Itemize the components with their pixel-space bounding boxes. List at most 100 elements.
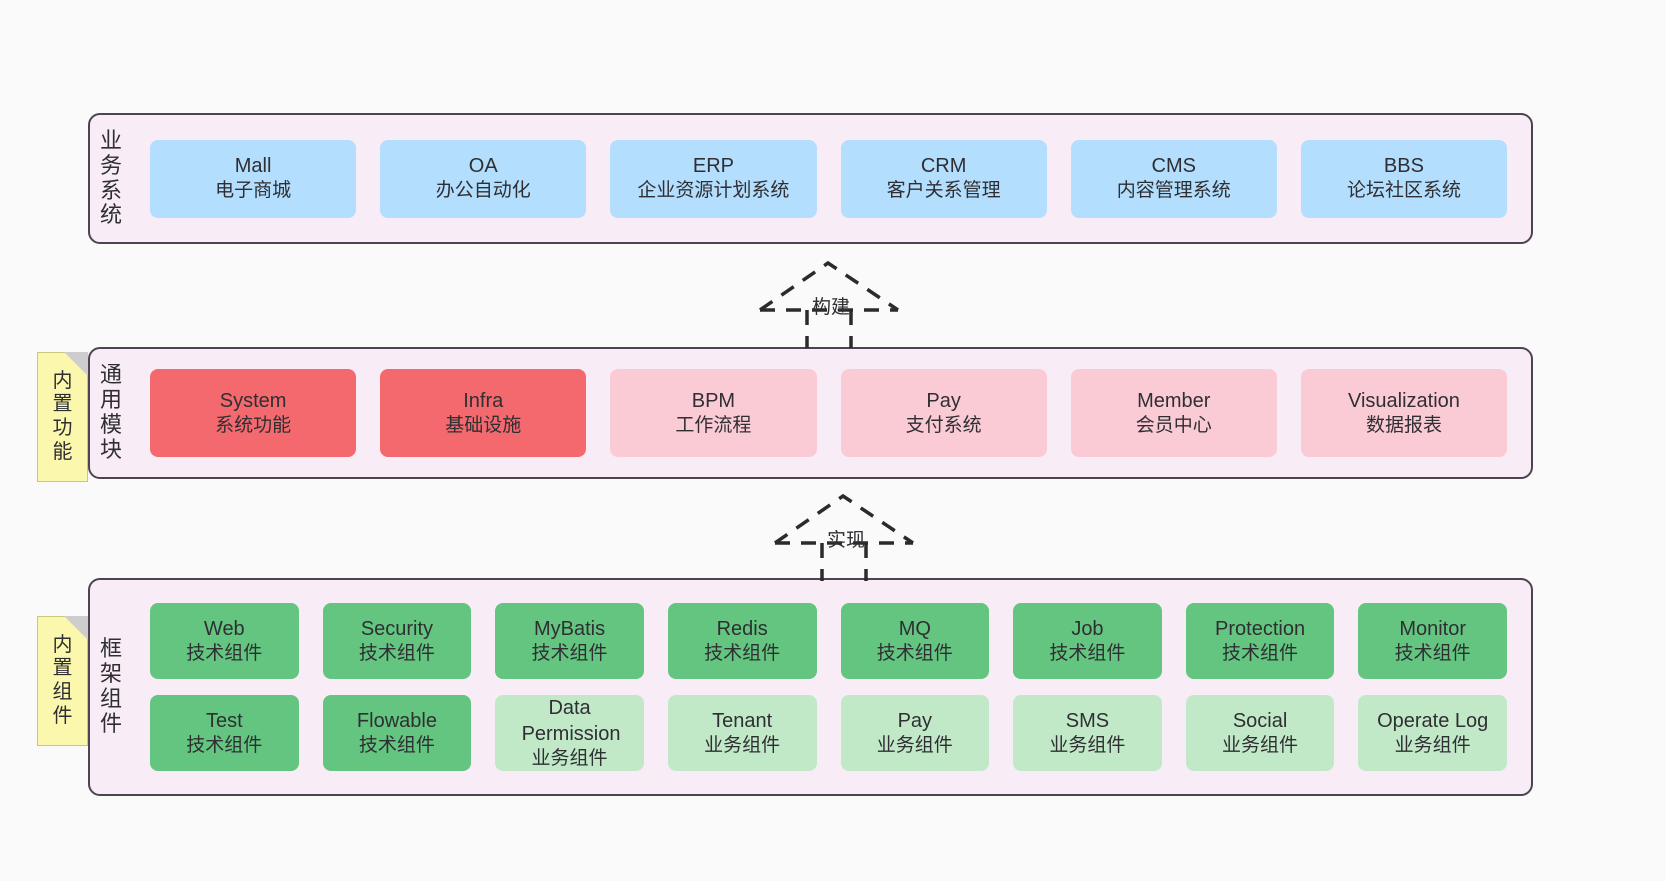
node-subtitle: 企业资源计划系统 bbox=[637, 180, 790, 202]
layer-common-module: 通 用 模 块 System 系统功能 Infra 基础设施 BPM 工作流程 … bbox=[88, 347, 1533, 479]
node-bpm[interactable]: BPM 工作流程 bbox=[610, 369, 817, 457]
node-operate-log[interactable]: Operate Log 业务组件 bbox=[1358, 695, 1507, 771]
node-social[interactable]: Social 业务组件 bbox=[1185, 695, 1335, 771]
node-subtitle: 技术组件 bbox=[186, 642, 263, 664]
connector-implement-arrow bbox=[774, 493, 914, 581]
node-subtitle: 技术组件 bbox=[1222, 642, 1299, 664]
node-title: Social bbox=[1232, 709, 1288, 732]
node-subtitle: 技术组件 bbox=[358, 734, 435, 756]
layer-title-char: 框 bbox=[99, 636, 122, 662]
node-title: Protection bbox=[1215, 617, 1306, 640]
node-redis[interactable]: Redis 技术组件 bbox=[667, 603, 817, 679]
node-title: Data Permission bbox=[521, 696, 621, 745]
node-subtitle: 业务组件 bbox=[704, 734, 781, 756]
node-title: Monitor bbox=[1399, 617, 1467, 640]
node-subtitle: 电子商城 bbox=[215, 180, 292, 202]
layer-common-module-body: System 系统功能 Infra 基础设施 BPM 工作流程 Pay 支付系统… bbox=[132, 349, 1531, 477]
layer-title-char: 系 bbox=[99, 177, 122, 203]
node-title: CRM bbox=[920, 155, 967, 178]
node-job[interactable]: Job 技术组件 bbox=[1013, 603, 1162, 679]
node-title: BBS bbox=[1383, 155, 1424, 178]
node-title: Visualization bbox=[1347, 389, 1460, 412]
node-title: Test bbox=[205, 709, 243, 732]
node-subtitle: 论坛社区系统 bbox=[1346, 180, 1461, 202]
layer-title-char: 用 bbox=[99, 387, 122, 413]
note-char: 能 bbox=[52, 440, 73, 463]
node-pay-component[interactable]: Pay 业务组件 bbox=[840, 695, 990, 771]
layer-framework-component-title: 框 架 组 件 bbox=[90, 580, 132, 794]
node-bbs[interactable]: BBS 论坛社区系统 bbox=[1300, 139, 1508, 218]
node-subtitle: 技术组件 bbox=[1394, 642, 1471, 664]
node-subtitle: 支付系统 bbox=[905, 414, 982, 436]
node-title: OA bbox=[468, 155, 498, 178]
layer-title-char: 业 bbox=[99, 127, 122, 153]
layer-title-char: 组 bbox=[99, 686, 122, 711]
node-data-permission[interactable]: Data Permission 业务组件 bbox=[495, 695, 644, 771]
node-title: Web bbox=[203, 617, 245, 640]
layer-title-char: 通 bbox=[99, 362, 122, 388]
node-test[interactable]: Test 技术组件 bbox=[150, 695, 299, 771]
node-title: Tenant bbox=[712, 709, 773, 732]
node-subtitle: 基础设施 bbox=[445, 414, 522, 436]
node-subtitle: 内容管理系统 bbox=[1116, 180, 1231, 202]
node-mall[interactable]: Mall 电子商城 bbox=[150, 139, 357, 218]
note-char: 件 bbox=[52, 704, 73, 727]
node-crm[interactable]: CRM 客户关系管理 bbox=[840, 139, 1047, 218]
node-security[interactable]: Security 技术组件 bbox=[322, 603, 472, 679]
node-web[interactable]: Web 技术组件 bbox=[150, 603, 299, 679]
framework-business-row: Test 技术组件 Flowable 技术组件 Data Permission … bbox=[138, 695, 1519, 771]
node-oa[interactable]: OA 办公自动化 bbox=[380, 139, 587, 218]
node-member[interactable]: Member 会员中心 bbox=[1070, 369, 1277, 457]
node-title: Flowable bbox=[356, 709, 437, 732]
layer-business-system-body: Mall 电子商城 OA 办公自动化 ERP 企业资源计划系统 CRM 客户关系… bbox=[132, 115, 1531, 242]
node-subtitle: 业务组件 bbox=[531, 747, 608, 769]
node-cms[interactable]: CMS 内容管理系统 bbox=[1070, 139, 1277, 218]
node-subtitle: 业务组件 bbox=[876, 734, 953, 756]
connector-build-arrow bbox=[759, 260, 899, 348]
node-tenant[interactable]: Tenant 业务组件 bbox=[667, 695, 817, 771]
note-builtin-component: 内 置 组 件 bbox=[37, 616, 88, 746]
note-builtin-function: 内 置 功 能 bbox=[37, 352, 88, 482]
node-infra[interactable]: Infra 基础设施 bbox=[380, 369, 587, 457]
note-char: 置 bbox=[52, 657, 73, 680]
node-protection[interactable]: Protection 技术组件 bbox=[1185, 603, 1335, 679]
note-char: 置 bbox=[52, 393, 73, 416]
node-title: Pay bbox=[897, 709, 933, 732]
node-subtitle: 业务组件 bbox=[1394, 734, 1471, 756]
node-visualization[interactable]: Visualization 数据报表 bbox=[1300, 369, 1508, 457]
node-sms[interactable]: SMS 业务组件 bbox=[1013, 695, 1162, 771]
layer-title-char: 统 bbox=[99, 202, 122, 228]
node-pay-module[interactable]: Pay 支付系统 bbox=[840, 369, 1047, 457]
node-title: MyBatis bbox=[534, 617, 606, 640]
layer-business-system-title: 业 务 系 统 bbox=[90, 115, 132, 242]
node-mq[interactable]: MQ 技术组件 bbox=[840, 603, 990, 679]
node-subtitle: 工作流程 bbox=[675, 414, 752, 436]
node-title: Mall bbox=[234, 155, 272, 178]
node-subtitle: 技术组件 bbox=[1049, 642, 1126, 664]
node-mybatis[interactable]: MyBatis 技术组件 bbox=[495, 603, 644, 679]
node-subtitle: 系统功能 bbox=[215, 414, 292, 436]
node-system[interactable]: System 系统功能 bbox=[150, 369, 357, 457]
note-fold-corner-icon bbox=[64, 352, 88, 376]
node-title: CMS bbox=[1151, 155, 1196, 178]
node-subtitle: 技术组件 bbox=[704, 642, 781, 664]
node-subtitle: 技术组件 bbox=[186, 734, 263, 756]
node-title: ERP bbox=[692, 155, 734, 178]
note-char: 功 bbox=[52, 417, 73, 439]
node-title: Redis bbox=[716, 617, 768, 640]
node-title: Pay bbox=[926, 389, 961, 412]
layer-business-system: 业 务 系 统 Mall 电子商城 OA 办公自动化 ERP 企业资源计划系统 … bbox=[88, 113, 1533, 244]
node-monitor[interactable]: Monitor 技术组件 bbox=[1358, 603, 1507, 679]
node-erp[interactable]: ERP 企业资源计划系统 bbox=[610, 139, 817, 218]
layer-title-char: 架 bbox=[99, 661, 122, 687]
node-title: BPM bbox=[691, 389, 736, 412]
node-subtitle: 技术组件 bbox=[358, 642, 435, 664]
node-subtitle: 客户关系管理 bbox=[886, 180, 1001, 202]
node-flowable[interactable]: Flowable 技术组件 bbox=[322, 695, 472, 771]
node-subtitle: 数据报表 bbox=[1365, 414, 1442, 436]
node-title: MQ bbox=[898, 617, 931, 640]
layer-framework-component-body: Web 技术组件 Security 技术组件 MyBatis 技术组件 Redi… bbox=[132, 580, 1531, 794]
node-title: System bbox=[219, 389, 287, 412]
layer-framework-component: 框 架 组 件 Web 技术组件 Security 技术组件 MyBatis 技… bbox=[88, 578, 1533, 796]
